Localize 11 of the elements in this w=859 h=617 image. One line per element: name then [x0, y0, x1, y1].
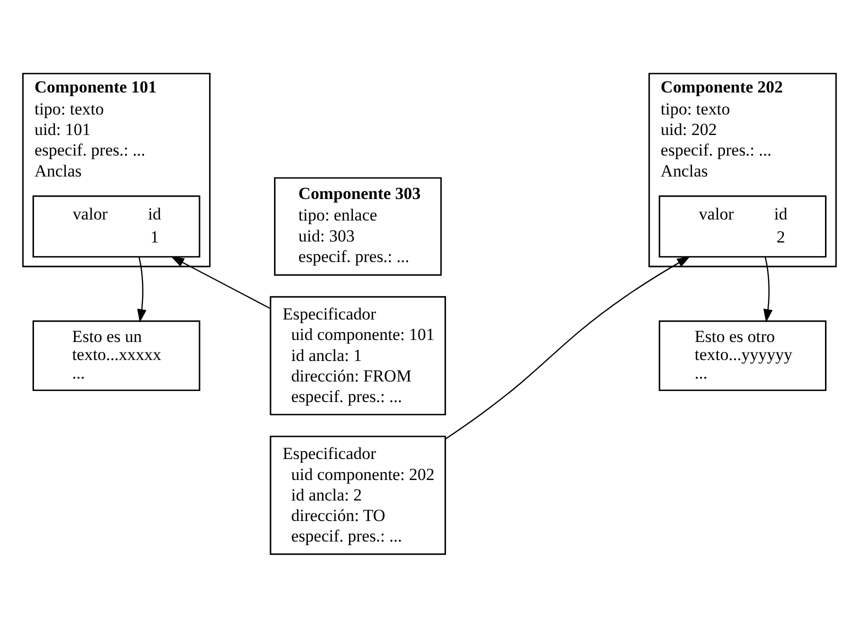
- node-box: Esto es un texto...xxxxx ...: [32, 320, 200, 391]
- node-box: Componente 303 tipo: enlace uid: 303 especif. pres.: ...: [274, 176, 442, 276]
- arrow: [170, 256, 271, 309]
- node-box: valor id 2: [658, 194, 826, 258]
- node-box: Esto es otro texto...yyyyyy ...: [658, 320, 826, 391]
- node-box: valor id 1: [32, 194, 200, 258]
- arrow: [137, 256, 146, 322]
- arrow: [445, 256, 690, 439]
- node-box: Especificador uid componente: 202 id ancla: 2 dirección: TO especif. pres.: ...: [270, 435, 446, 554]
- arrow: [763, 256, 773, 322]
- node-box: Especificador uid componente: 101 id ancla: 1 dirección: FROM especif. pres.: ...: [270, 296, 446, 415]
